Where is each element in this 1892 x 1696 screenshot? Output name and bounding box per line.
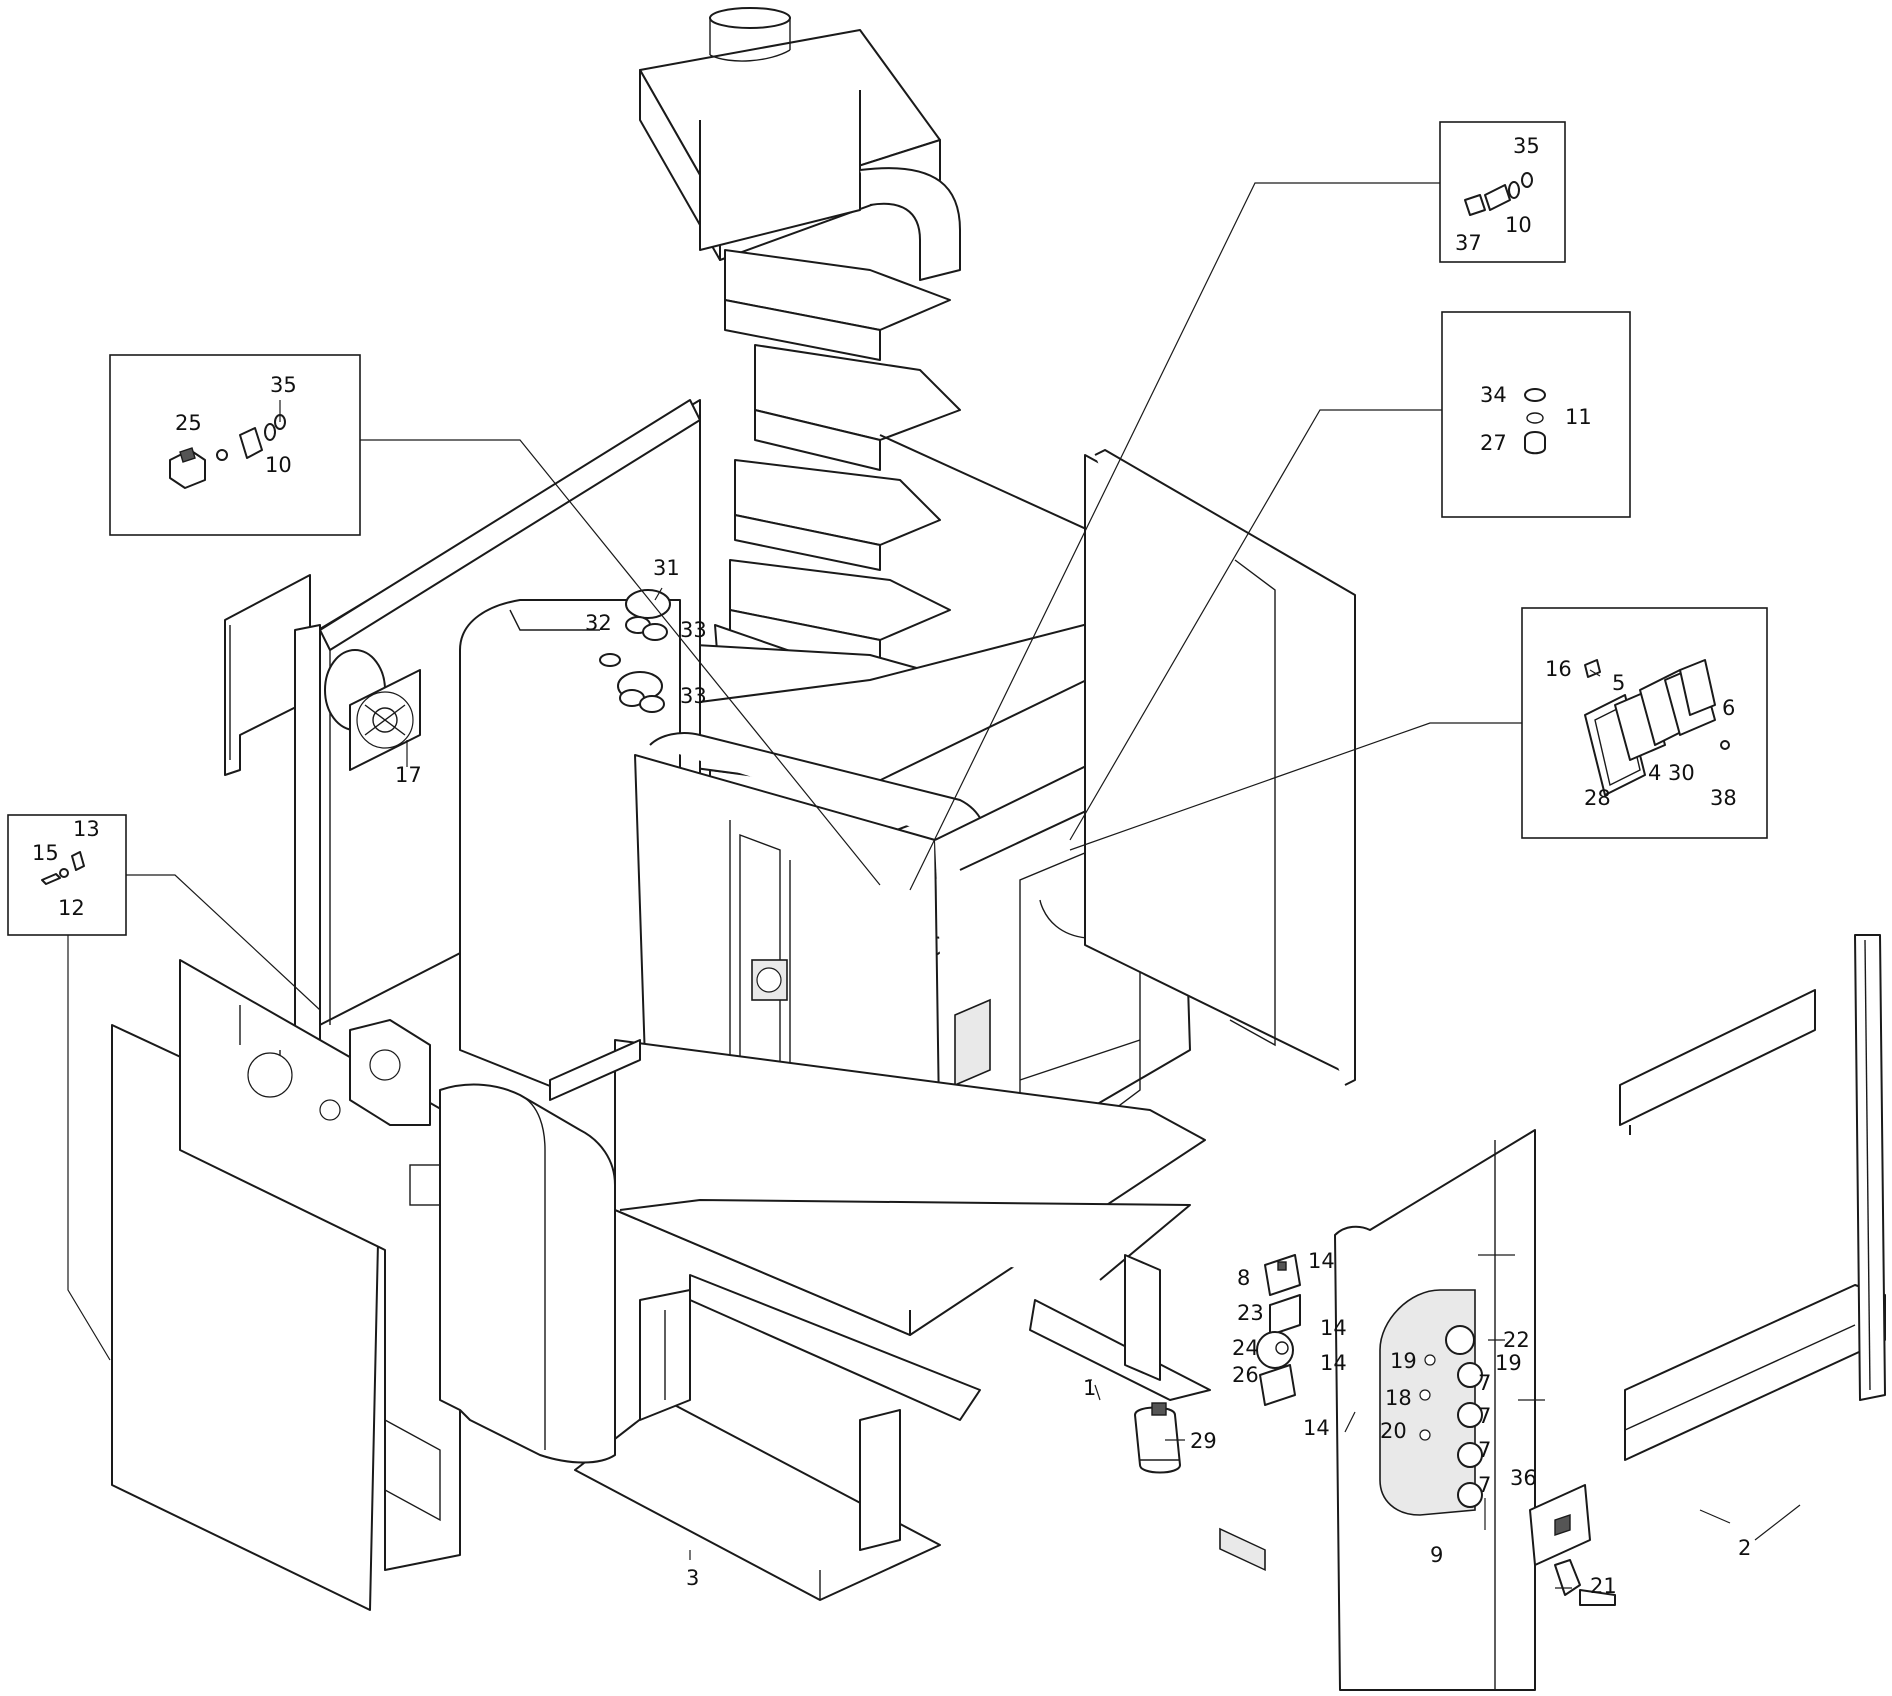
- label-7d: 7: [1478, 1473, 1491, 1497]
- label-2: 2: [1738, 1536, 1751, 1560]
- label-21: 21: [1590, 1574, 1617, 1598]
- left-side-strip: [224, 574, 311, 776]
- callout-box-13: [7, 814, 127, 936]
- label-11: 11: [1565, 405, 1592, 429]
- label-10a: 10: [265, 453, 292, 477]
- control-panel-9: [1334, 1129, 1536, 1691]
- label-35a: 35: [270, 373, 297, 397]
- callout-box-25: [109, 354, 361, 536]
- label-19b: 19: [1495, 1351, 1522, 1375]
- label-9: 9: [1430, 1543, 1443, 1567]
- clip-21: [1554, 1559, 1616, 1606]
- switch-8: [1264, 1254, 1301, 1296]
- label-22: 22: [1503, 1328, 1530, 1352]
- box-26: [1259, 1364, 1296, 1406]
- callout-box-34: [1441, 311, 1631, 518]
- label-4: 4: [1648, 761, 1661, 785]
- frame-1: [1029, 1254, 1211, 1401]
- label-23: 23: [1237, 1301, 1264, 1325]
- label-30: 30: [1668, 761, 1695, 785]
- label-24: 24: [1232, 1336, 1259, 1360]
- callout-box-37: [1439, 121, 1566, 263]
- label-3: 3: [686, 1566, 699, 1590]
- curved-front-panel: [439, 1083, 616, 1464]
- label-13: 13: [73, 817, 100, 841]
- label-38: 38: [1710, 786, 1737, 810]
- foot-29: [1134, 1402, 1181, 1474]
- label-14c: 14: [1320, 1351, 1347, 1375]
- label-34: 34: [1480, 383, 1507, 407]
- label-5: 5: [1612, 671, 1625, 695]
- label-31: 31: [653, 556, 680, 580]
- label-7a: 7: [1478, 1371, 1491, 1395]
- label-7b: 7: [1478, 1404, 1491, 1428]
- label-14d: 14: [1303, 1416, 1330, 1440]
- label-25: 25: [175, 411, 202, 435]
- flue-hood: [639, 7, 961, 281]
- label-27: 27: [1480, 431, 1507, 455]
- right-rear-panel: [1084, 449, 1356, 1572]
- label-26: 26: [1232, 1363, 1259, 1387]
- label-36: 36: [1510, 1466, 1537, 1490]
- label-17: 17: [395, 763, 422, 787]
- frame-3: [574, 1289, 941, 1601]
- left-rail: [549, 1039, 641, 1101]
- badge-36: [1529, 1484, 1591, 1566]
- base-plate: [614, 1039, 1206, 1421]
- fan: [349, 669, 421, 771]
- label-32: 32: [585, 611, 612, 635]
- label-20: 20: [1380, 1419, 1407, 1443]
- label-35b: 35: [1513, 134, 1540, 158]
- label-19a: 19: [1390, 1349, 1417, 1373]
- label-7c: 7: [1478, 1438, 1491, 1462]
- label-1: 1: [1083, 1376, 1096, 1400]
- part-labels: 1 2 3 4 5 6 7 7 7 7 8 9 10 10 11 12 13 1…: [32, 134, 1751, 1598]
- label-14a: 14: [1308, 1249, 1335, 1273]
- label-8: 8: [1237, 1266, 1250, 1290]
- leader-lines: [67, 182, 1801, 1589]
- label-33a: 33: [680, 618, 707, 642]
- label-29: 29: [1190, 1429, 1217, 1453]
- gauge-24: [1256, 1331, 1294, 1369]
- label-6: 6: [1722, 696, 1735, 720]
- label-12: 12: [58, 896, 85, 920]
- label-33b: 33: [680, 684, 707, 708]
- label-15: 15: [32, 841, 59, 865]
- vent-box: [349, 1019, 431, 1126]
- label-37: 37: [1455, 231, 1482, 255]
- label-14b: 14: [1320, 1316, 1347, 1340]
- right-frame-2: [1619, 934, 1886, 1461]
- label-10b: 10: [1505, 213, 1532, 237]
- label-28: 28: [1584, 786, 1611, 810]
- callout-box-28: [1521, 607, 1768, 839]
- thermostat-23: [1269, 1294, 1301, 1336]
- label-16: 16: [1545, 657, 1572, 681]
- label-18: 18: [1385, 1386, 1412, 1410]
